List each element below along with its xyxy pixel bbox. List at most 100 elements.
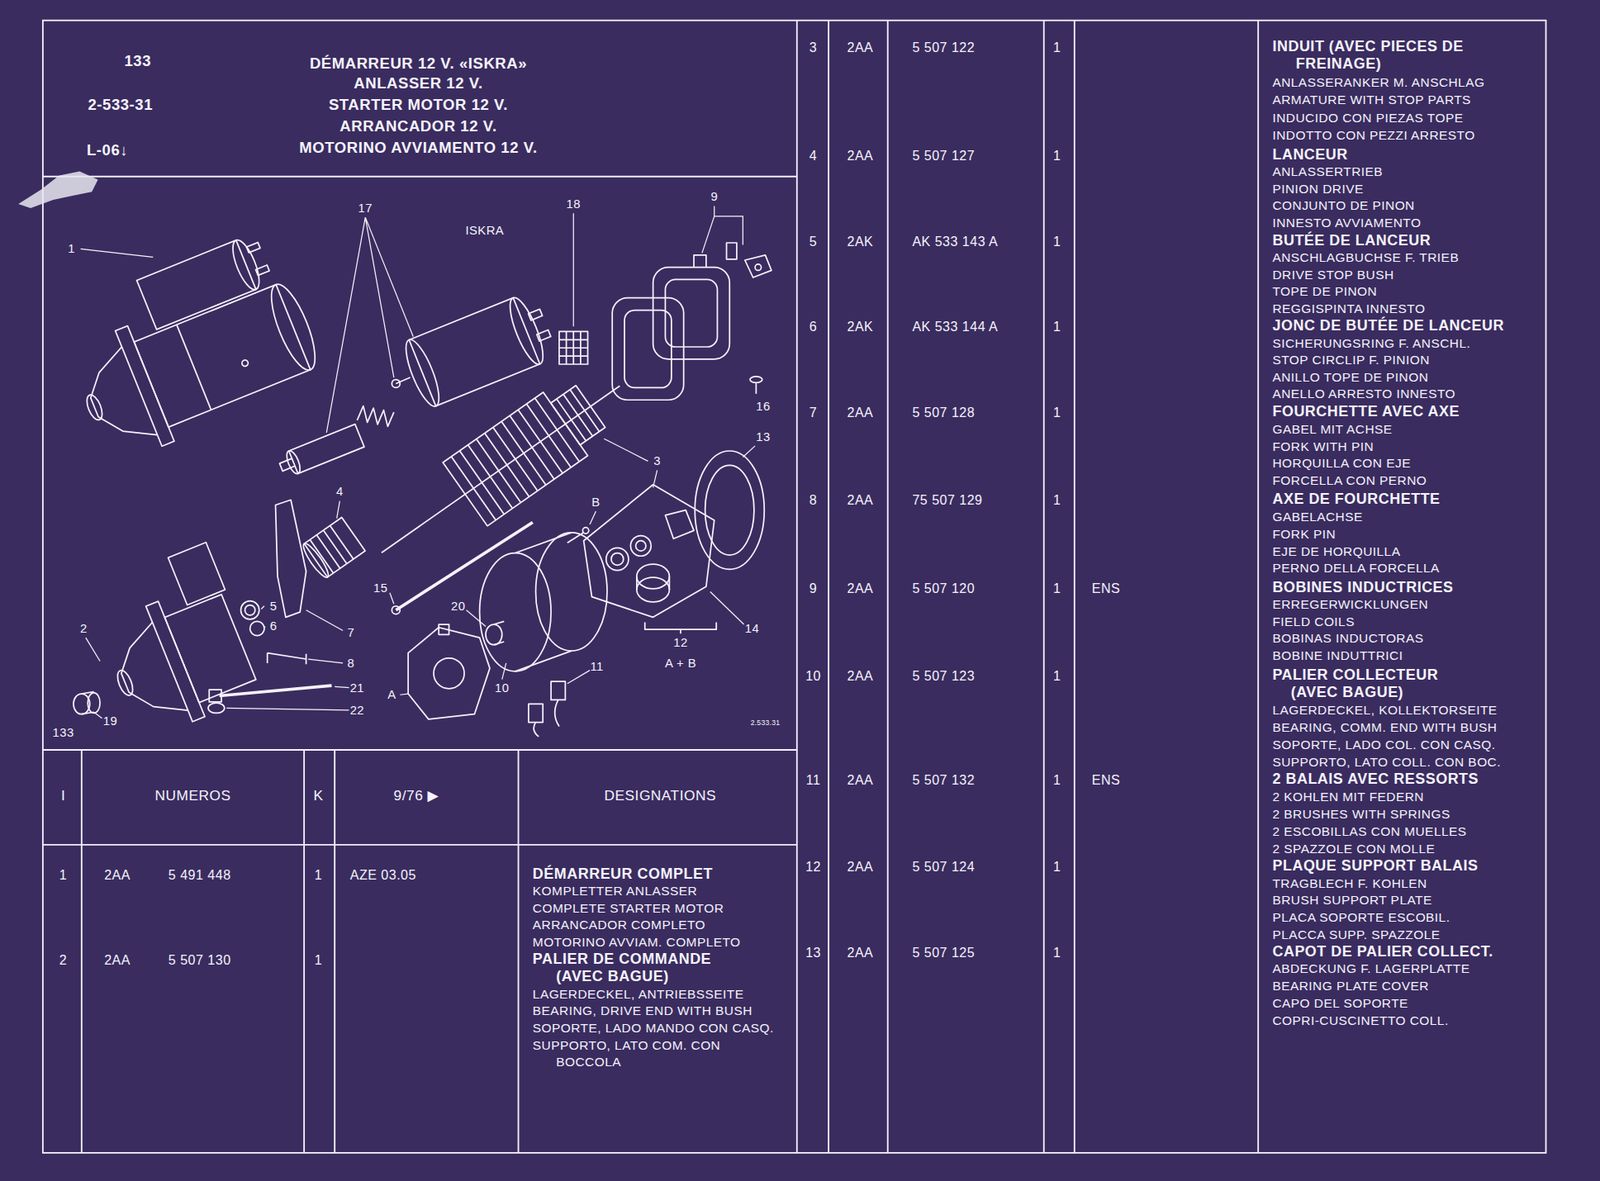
callout-number: 13 xyxy=(755,430,770,443)
table-grid xyxy=(42,20,1547,1154)
designation-text: 2 SPAZZOLE CON MOLLE xyxy=(1272,842,1435,855)
designation-text: BRUSH SUPPORT PLATE xyxy=(1272,894,1432,907)
set-code: ENS xyxy=(1091,581,1121,595)
designation-heading: PLAQUE SUPPORT BALAIS xyxy=(1272,859,1478,874)
designation-text: SUPPORTO, LATO COM. CON xyxy=(532,1039,721,1052)
part-number: 5 507 125 xyxy=(911,945,975,960)
designation-text: FIELD COILS xyxy=(1272,615,1354,628)
callout-number: 20 xyxy=(451,599,466,613)
part-number: 5 507 122 xyxy=(911,40,975,54)
column-header: 9/76 ▶ xyxy=(394,788,440,803)
item-number: 8 xyxy=(809,493,817,507)
column-header: K xyxy=(313,788,323,803)
callout-number: 133 xyxy=(52,726,75,740)
designation-text: CONJUNTO DE PINON xyxy=(1272,199,1415,213)
callout-number: 22 xyxy=(350,703,365,717)
column-header: I xyxy=(61,788,66,803)
title: DÉMARREUR 12 V. «ISKRA» xyxy=(309,55,528,72)
item-number: 9 xyxy=(809,581,817,595)
item-number: 1 xyxy=(59,868,67,882)
item-number: 13 xyxy=(805,945,822,960)
group-code: 2AA xyxy=(846,148,874,162)
part-number: 5 507 123 xyxy=(911,669,975,683)
group-code: 2AK xyxy=(846,234,874,248)
callout-number: 8 xyxy=(347,657,356,670)
group-code: 2AA xyxy=(104,868,131,882)
designation-heading: BOBINES INDUCTRICES xyxy=(1272,580,1453,596)
part-number: AK 533 144 A xyxy=(911,319,998,333)
part-number: 5 507 120 xyxy=(911,581,975,595)
part-number: AK 533 143 A xyxy=(911,234,998,248)
quantity: 1 xyxy=(1053,40,1061,54)
index-code: L-06↓ xyxy=(86,142,129,158)
designation-text: PERNO DELLA FORCELLA xyxy=(1272,562,1439,575)
callout-number: 14 xyxy=(745,622,760,636)
group-code: 2AA xyxy=(846,669,874,683)
column-header: NUMEROS xyxy=(154,788,231,803)
title-line: ANLASSER 12 V. xyxy=(353,75,483,92)
designation-text: INDUCIDO CON PIEZAS TOPE xyxy=(1272,111,1463,124)
callout-number: 15 xyxy=(373,581,388,594)
designation-text: HORQUILLA CON EJE xyxy=(1272,457,1411,471)
designation-text: KOMPLETTER ANLASSER xyxy=(532,884,698,898)
film-blot xyxy=(18,171,98,209)
designation-text: PLACA SOPORTE ESCOBIL. xyxy=(1272,911,1450,924)
item-number: 5 xyxy=(809,234,817,248)
quantity: 1 xyxy=(1053,234,1061,248)
designation-text: FORK PIN xyxy=(1272,527,1336,541)
callout-number: 2 xyxy=(80,622,88,636)
callout-number: 10 xyxy=(494,681,509,694)
group-code: 2AA xyxy=(104,953,131,967)
designation-text: FORK WITH PIN xyxy=(1272,440,1374,453)
callout-number: 9 xyxy=(710,190,718,204)
item-number: 7 xyxy=(809,405,817,419)
leader-lines xyxy=(80,206,756,719)
designation-text: 2 BRUSHES WITH SPRINGS xyxy=(1272,807,1450,821)
designation-text: BEARING PLATE COVER xyxy=(1272,979,1430,993)
callout-number: 7 xyxy=(347,626,356,639)
designation-text: ARRANCADOR COMPLETO xyxy=(532,918,706,931)
starter-drawing xyxy=(50,227,772,742)
designation-text: REGGISPINTA INNESTO xyxy=(1272,302,1425,315)
group-code: 2AA xyxy=(846,773,874,787)
part-number: 5 507 124 xyxy=(911,859,975,874)
designation-text: ARMATURE WITH STOP PARTS xyxy=(1272,94,1471,107)
designation-text: TRAGBLECH F. KOHLEN xyxy=(1272,877,1427,890)
quantity: 1 xyxy=(314,868,323,882)
callout-number: 6 xyxy=(270,620,278,633)
callout-number: 19 xyxy=(103,715,118,728)
designation-heading: (AVEC BAGUE) xyxy=(1291,685,1404,701)
group-code: 2AA xyxy=(846,405,874,419)
validity-code: AZE 03.05 xyxy=(350,868,417,882)
callout-number: 17 xyxy=(358,202,373,215)
title-line: MOTORINO AVVIAMENTO 12 V. xyxy=(299,140,537,157)
quantity: 1 xyxy=(1053,581,1061,595)
designation-text: PLACCA SUPP. SPAZZOLE xyxy=(1272,928,1440,941)
quantity: 1 xyxy=(314,953,323,967)
item-number: 12 xyxy=(805,859,822,874)
designation-text: ANLASSERTRIEB xyxy=(1272,166,1383,179)
designation-text: COMPLETE STARTER MOTOR xyxy=(532,902,725,915)
part-number: 5 507 127 xyxy=(911,148,975,162)
callout-number: 16 xyxy=(755,399,770,413)
item-number: 6 xyxy=(809,319,817,333)
set-code: ENS xyxy=(1091,773,1121,787)
designation-text: PINION DRIVE xyxy=(1272,182,1363,195)
callout-number: 12 xyxy=(673,636,688,650)
quantity: 1 xyxy=(1053,859,1061,874)
designation-text: 2 KOHLEN MIT FEDERN xyxy=(1272,790,1425,803)
callout-number: 18 xyxy=(566,198,581,211)
designation-text: SUPPORTO, LATO COLL. CON BOC. xyxy=(1272,755,1501,769)
designation-text: 2 ESCOBILLAS CON MUELLES xyxy=(1272,825,1467,838)
part-number: 5 507 132 xyxy=(911,773,975,787)
designation-text: STOP CIRCLIP F. PINION xyxy=(1272,354,1430,367)
item-number: 10 xyxy=(805,669,822,683)
callout-number: A xyxy=(387,688,396,702)
quantity: 1 xyxy=(1053,669,1061,683)
callout-number: B xyxy=(591,495,600,509)
callout-number: 21 xyxy=(350,681,365,694)
part-number: 75 507 129 xyxy=(911,493,983,507)
designation-text: ANILLO TOPE DE PINON xyxy=(1272,370,1429,384)
item-number: 11 xyxy=(806,773,822,787)
designation-text: ERREGERWICKLUNGEN xyxy=(1272,598,1429,611)
